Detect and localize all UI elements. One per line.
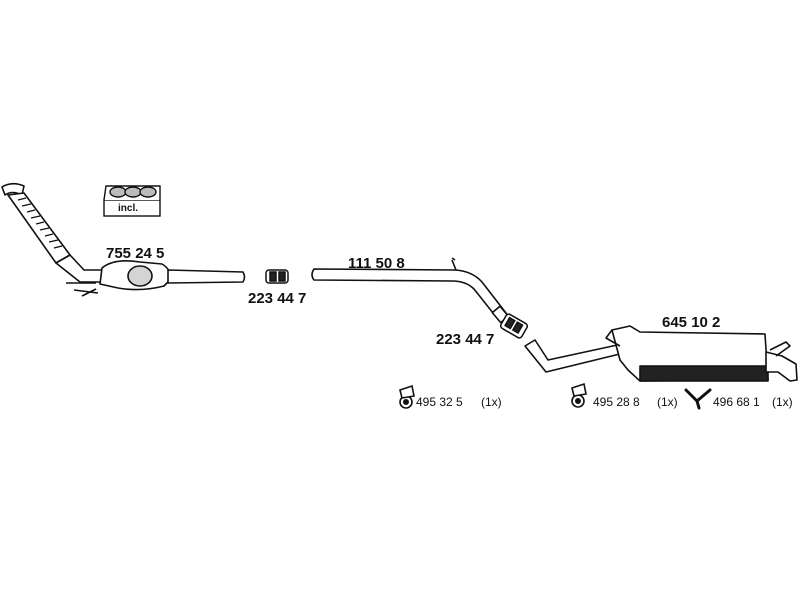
kit-included-label: incl.	[118, 203, 139, 214]
rubber-mount-icon[interactable]	[399, 384, 415, 409]
mount-2-number[interactable]: 495 28 8	[593, 395, 640, 409]
y-hanger-icon[interactable]	[684, 388, 712, 410]
mount-3-number[interactable]: 496 68 1	[713, 395, 760, 409]
part-number-rear-muffler[interactable]: 645 10 2	[662, 314, 721, 331]
part-number-clamp-front[interactable]: 223 44 7	[248, 290, 307, 307]
mount-2-qty: (1x)	[657, 395, 678, 409]
part-number-catalytic-converter[interactable]: 755 24 5	[106, 245, 165, 262]
mount-1-qty: (1x)	[481, 395, 502, 409]
part-number-clamp-rear[interactable]: 223 44 7	[436, 331, 495, 348]
part-number-middle-pipe[interactable]: 111 50 8	[348, 255, 405, 272]
pipe-clamp-icon[interactable]	[499, 313, 529, 339]
mount-1-number[interactable]: 495 32 5	[416, 395, 463, 409]
rubber-mount-icon[interactable]	[571, 382, 587, 408]
clamp-kit-icon	[103, 185, 161, 217]
rear-muffler-icon[interactable]	[524, 325, 798, 382]
middle-pipe-icon[interactable]	[311, 257, 510, 324]
pipe-clamp-icon[interactable]	[265, 269, 289, 284]
mount-3-qty: (1x)	[772, 395, 793, 409]
catalytic-converter-icon[interactable]	[1, 182, 246, 297]
